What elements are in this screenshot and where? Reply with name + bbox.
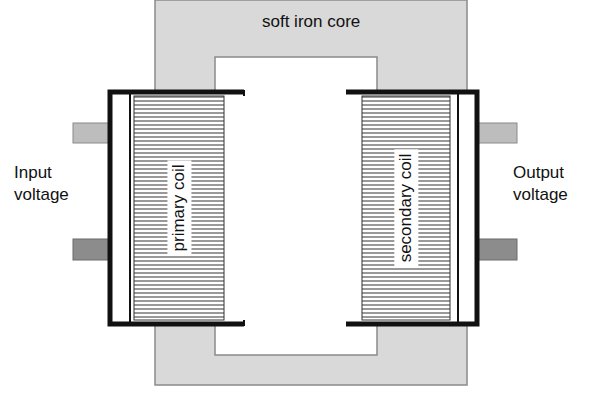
input-terminal [73, 123, 110, 143]
bobbin-frame [129, 94, 131, 322]
bobbin-frame [457, 94, 459, 322]
voltage-label: Input voltage [14, 162, 74, 206]
coil-winding [362, 96, 450, 320]
core-label: soft iron core [262, 11, 360, 33]
voltage-label: Output voltage [513, 162, 597, 206]
coil: secondary coil [362, 96, 450, 320]
coil-winding [134, 96, 224, 320]
bobbin [112, 92, 242, 324]
output-terminal [478, 123, 517, 143]
coil-label: secondary coil [394, 150, 418, 267]
input-terminal [73, 239, 110, 260]
output-terminal [478, 239, 517, 260]
bobbin-frame [346, 92, 477, 324]
bobbin [348, 92, 478, 324]
coil: primary coil [134, 96, 224, 320]
bobbin-frame [110, 92, 244, 324]
coil-label: primary coil [167, 161, 191, 256]
